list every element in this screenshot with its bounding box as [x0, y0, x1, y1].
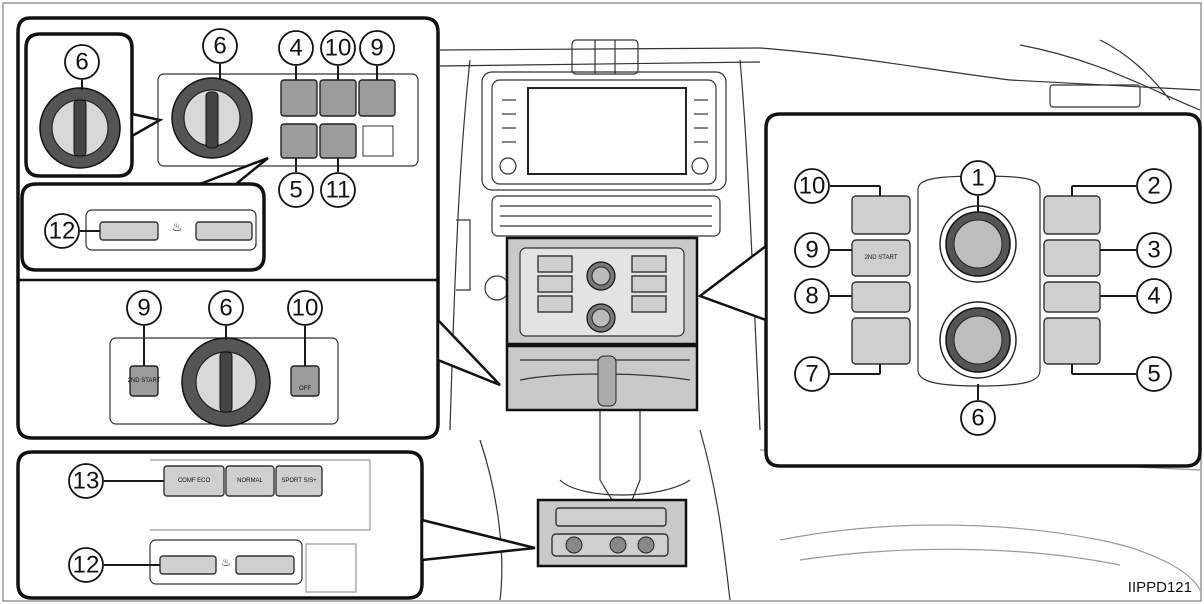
svg-text:♨: ♨ — [172, 220, 183, 234]
svg-text:6: 6 — [219, 295, 232, 322]
svg-text:12: 12 — [49, 218, 76, 245]
callout-leaders — [80, 64, 1136, 566]
svg-text:7: 7 — [805, 361, 818, 388]
variant-b-2nd-start-label: 2ND START — [128, 378, 161, 384]
variant-b-controls: 2ND START OFF — [109, 337, 339, 427]
callout-9-mid: 9 — [126, 290, 162, 326]
callout-4-right: 4 — [1136, 278, 1172, 314]
center-control-stack — [505, 236, 699, 568]
svg-text:2: 2 — [1147, 173, 1160, 200]
callout-6-right: 6 — [960, 400, 996, 436]
comf-eco-label: COMF ECO — [178, 478, 211, 484]
svg-text:13: 13 — [73, 468, 100, 495]
callout-10-mid: 10 — [287, 290, 323, 326]
callout-7-right: 7 — [794, 356, 830, 392]
callout-13: 13 — [68, 463, 104, 499]
svg-text:6: 6 — [971, 405, 984, 432]
callout-5-top: 5 — [278, 172, 314, 208]
svg-text:5: 5 — [1147, 361, 1160, 388]
svg-text:1: 1 — [971, 165, 984, 192]
climate-detail-panel: 2ND START — [697, 112, 1202, 468]
svg-text:12: 12 — [73, 552, 100, 579]
svg-text:10: 10 — [799, 173, 826, 200]
svg-text:4: 4 — [289, 35, 302, 62]
svg-text:5: 5 — [289, 177, 302, 204]
svg-text:8: 8 — [805, 283, 818, 310]
callout-11-top: 11 — [320, 172, 356, 208]
svg-text:10: 10 — [292, 295, 319, 322]
sport-label: SPORT S/S+ — [281, 478, 317, 484]
svg-text:9: 9 — [370, 35, 383, 62]
variant-a-controls — [157, 73, 419, 167]
callout-4-top: 4 — [278, 30, 314, 66]
drive-mode-panel: COMF ECO NORMAL SPORT S/S+ ♨ — [16, 450, 536, 600]
svg-text:3: 3 — [1147, 237, 1160, 264]
callout-12-bottom: 12 — [68, 547, 104, 583]
callout-1-right: 1 — [960, 160, 996, 196]
svg-text:6: 6 — [75, 49, 88, 76]
callout-labels: 6 6 4 10 9 5 11 12 9 6 10 13 12 10 9 8 7… — [44, 28, 1172, 583]
callout-12-top: 12 — [44, 213, 80, 249]
svg-text:11: 11 — [326, 177, 351, 204]
callout-10-top: 10 — [320, 30, 356, 66]
svg-text:9: 9 — [137, 295, 150, 322]
knob-inset — [24, 32, 164, 178]
callout-8-right: 8 — [794, 278, 830, 314]
svg-text:4: 4 — [1147, 283, 1160, 310]
callout-6-inset: 6 — [64, 44, 100, 80]
right-2nd-start-label: 2ND START — [865, 255, 898, 261]
callout-6-mid: 6 — [208, 290, 244, 326]
normal-label: NORMAL — [237, 478, 263, 484]
callout-2-right: 2 — [1136, 168, 1172, 204]
callout-10-right: 10 — [794, 168, 830, 204]
figure-code: IIPPD121 — [1128, 579, 1192, 596]
svg-text:10: 10 — [325, 35, 352, 62]
svg-text:9: 9 — [805, 237, 818, 264]
callout-5-right: 5 — [1136, 356, 1172, 392]
svg-text:♨: ♨ — [221, 557, 231, 569]
variant-b-off-label: OFF — [299, 386, 311, 392]
callout-9-top: 9 — [359, 30, 395, 66]
seat-heater-inset: ♨ — [20, 156, 269, 272]
callout-3-right: 3 — [1136, 232, 1172, 268]
callout-6-top: 6 — [202, 28, 238, 64]
callout-9-right: 9 — [794, 232, 830, 268]
svg-text:6: 6 — [213, 33, 226, 60]
